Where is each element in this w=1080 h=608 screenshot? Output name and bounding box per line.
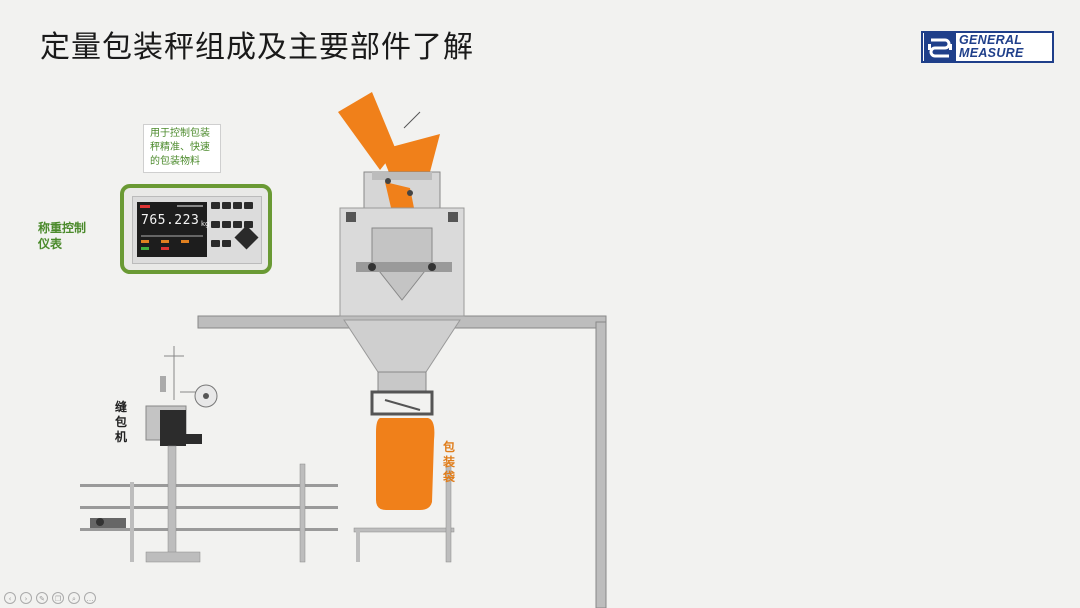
company-logo: GENERAL MEASURE bbox=[921, 31, 1054, 63]
weight-unit: kg bbox=[201, 220, 210, 228]
prev-icon[interactable]: ‹ bbox=[4, 592, 16, 604]
copy-icon[interactable]: ❐ bbox=[52, 592, 64, 604]
more-icon[interactable]: … bbox=[84, 592, 96, 604]
page-title: 定量包装秤组成及主要部件了解 bbox=[40, 30, 474, 65]
logo-mark-icon bbox=[924, 33, 956, 61]
instrument-label: 称重控制 仪表 bbox=[38, 221, 87, 251]
weigh-hopper bbox=[339, 171, 465, 317]
weight-reading: 765.223 bbox=[141, 213, 200, 228]
controller-keypad bbox=[211, 202, 257, 257]
packaging-bag bbox=[376, 418, 435, 510]
discharge-cone bbox=[343, 319, 461, 416]
bag-label: 包装袋 bbox=[443, 440, 456, 484]
instrument-note: 用于控制包装 秤精准、快速 的包装物料 bbox=[143, 124, 221, 173]
zoom-icon[interactable]: ⌕ bbox=[68, 592, 80, 604]
controller-screen: 765.223 kg bbox=[137, 202, 210, 257]
sewing-machine-label: 缝包机 bbox=[115, 400, 128, 444]
logo-line-1: GENERAL bbox=[959, 33, 1023, 47]
sewing-machine bbox=[145, 346, 218, 563]
conveyor bbox=[80, 463, 455, 563]
next-icon[interactable]: › bbox=[20, 592, 32, 604]
controller-panel: 765.223 kg bbox=[132, 196, 262, 264]
logo-line-2: MEASURE bbox=[959, 46, 1024, 60]
pen-icon[interactable]: ✎ bbox=[36, 592, 48, 604]
presentation-toolbar: ‹ › ✎ ❐ ⌕ … bbox=[4, 592, 96, 604]
weighing-controller: 765.223 kg bbox=[120, 184, 272, 274]
feed-chute bbox=[338, 92, 440, 175]
